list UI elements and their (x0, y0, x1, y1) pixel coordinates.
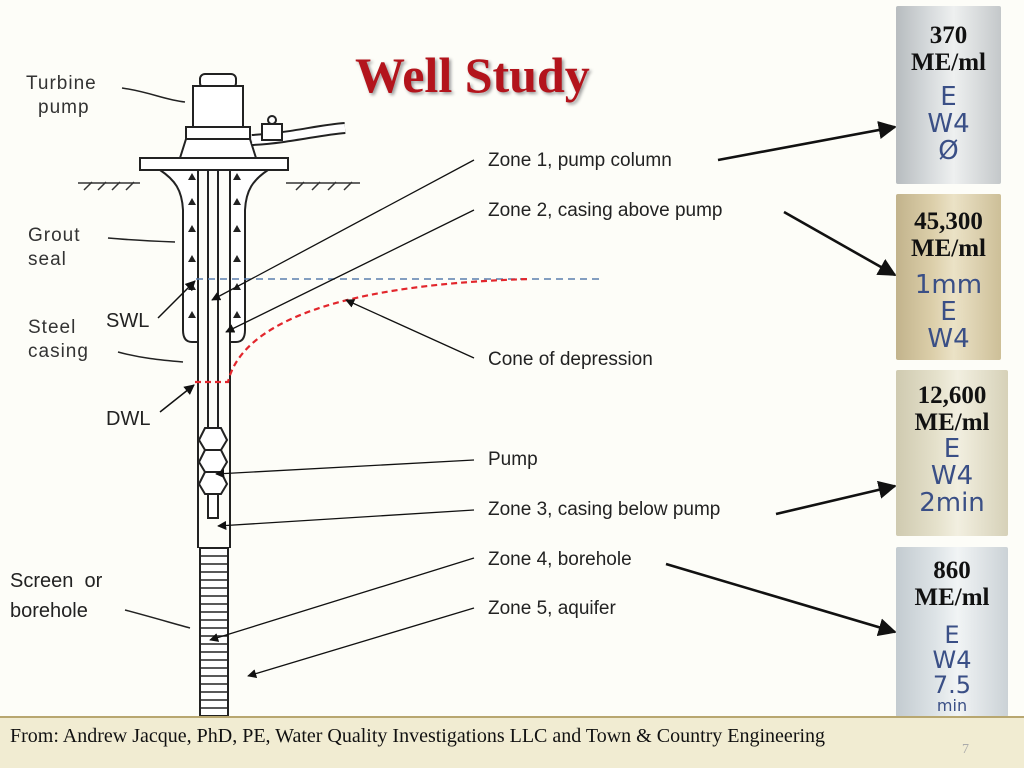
pump-bowls (197, 427, 229, 519)
handwriting-line: W4 (930, 461, 974, 491)
handwriting-line: 1mm (914, 270, 983, 300)
sample-concentration-3: 12,600 ME/ml (896, 382, 1008, 436)
grout-seal (156, 169, 272, 343)
steel-casing-label: Steel casing (28, 316, 89, 364)
screen-label-line1: Screen or (10, 570, 103, 592)
sample-arrows (665, 121, 897, 637)
sample-bottle-1 (896, 6, 1001, 184)
cone-label: Cone of depression (488, 349, 653, 370)
concentration-unit: ME/ml (911, 49, 986, 76)
cone-of-depression (195, 277, 531, 384)
slide-title: Well Study (355, 47, 590, 103)
handwriting-line: E (940, 82, 957, 112)
zone5-label: Zone 5, aquifer (488, 598, 616, 619)
zone2-label: Zone 2, casing above pump (488, 200, 723, 221)
zone-arrows (209, 159, 475, 678)
handwriting-line: Ø (938, 136, 959, 166)
sample-photo-4: E W4 7.5 min 860 ME/ml (896, 547, 1008, 717)
turbine-pump-label-line2: pump (38, 97, 90, 118)
grout-seal-label-line2: seal (28, 249, 67, 270)
turbine-pump-label-line1: Turbine (26, 73, 97, 94)
sample-concentration-1: 370 ME/ml (896, 22, 1001, 76)
concentration-value: 370 (929, 22, 968, 49)
sample-bottle-4 (896, 547, 1008, 717)
page-number: 7 (962, 742, 969, 757)
screen-label: Screen or borehole (10, 566, 102, 626)
concentration-unit: ME/ml (914, 409, 990, 436)
sample-photo-2: 1mm E W4 45,300 ME/ml (896, 194, 1001, 360)
zone1-label: Zone 1, pump column (488, 150, 672, 171)
pump-label: Pump (488, 449, 538, 470)
dwl-label: DWL (106, 408, 151, 430)
concentration-value: 12,600 (917, 382, 987, 409)
well-leaders (107, 87, 191, 629)
well-screen (199, 547, 229, 717)
grout-seal-label-line1: Grout (28, 225, 81, 246)
steel-casing-label-line1: Steel (28, 317, 77, 338)
sample-bottle-2 (896, 194, 1001, 360)
sample-photo-3: E W4 2min 12,600 ME/ml (896, 370, 1008, 536)
sample-handwriting-2: 1mm E W4 (896, 272, 1001, 353)
handwriting-line: 7.5 (932, 671, 972, 699)
handwriting-line: E (943, 434, 961, 464)
turbine-pump (139, 73, 346, 171)
handwriting-line: W4 (932, 646, 972, 674)
footer-citation: From: Andrew Jacque, PhD, PE, Water Qual… (10, 725, 826, 747)
sample-concentration-2: 45,300 ME/ml (896, 208, 1001, 262)
sample-handwriting-4: E W4 7.5 min (896, 623, 1008, 714)
swl-label: SWL (106, 310, 150, 332)
handwriting-line: W4 (927, 109, 970, 139)
well-arrows (157, 280, 196, 413)
steel-casing-label-line2: casing (28, 341, 89, 362)
sample-photo-1: E W4 Ø 370 ME/ml (896, 6, 1001, 184)
zone3-label: Zone 3, casing below pump (488, 499, 721, 520)
handwriting-line: 2min (919, 488, 985, 518)
grout-seal-label: Grout seal (28, 224, 81, 272)
sample-bottle-3 (896, 370, 1008, 536)
concentration-unit: ME/ml (911, 235, 986, 262)
ground-surface (78, 181, 360, 191)
turbine-pump-label: Turbine pump (26, 72, 97, 120)
handwriting-line: E (940, 297, 957, 327)
handwriting-line: E (944, 621, 960, 649)
footer-divider (0, 716, 1024, 718)
concentration-value: 45,300 (914, 208, 983, 235)
zone4-label: Zone 4, borehole (488, 549, 632, 570)
handwriting-line: W4 (927, 324, 970, 354)
footer-bar (0, 716, 1024, 768)
concentration-unit: ME/ml (914, 584, 990, 611)
screen-label-line2: borehole (10, 600, 88, 622)
handwriting-line: min (936, 696, 968, 715)
concentration-value: 860 (933, 557, 971, 584)
sample-concentration-4: 860 ME/ml (896, 557, 1008, 611)
sample-handwriting-1: E W4 Ø (896, 84, 1001, 165)
sample-handwriting-3: E W4 2min (896, 436, 1008, 517)
